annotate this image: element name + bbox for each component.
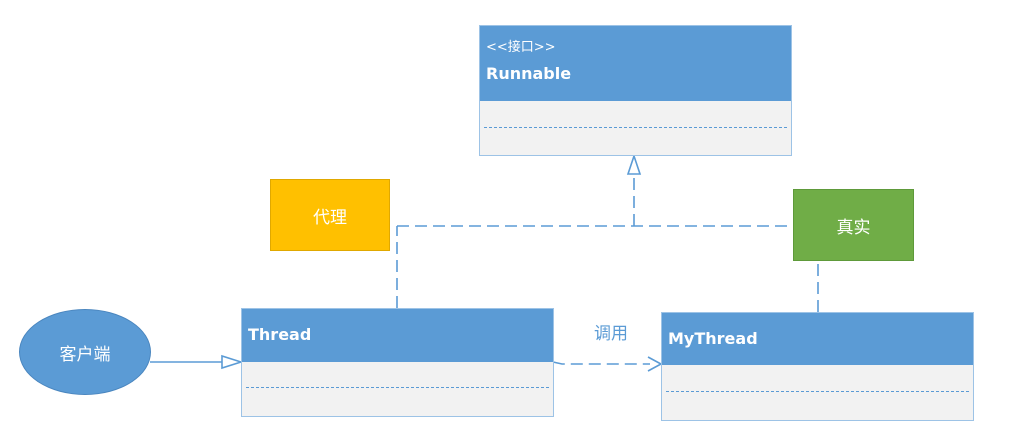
realization-arrowhead — [626, 153, 642, 175]
mythread-header: MyThread — [662, 313, 973, 365]
thread-name: Thread — [248, 325, 312, 344]
client-label: 客户端 — [59, 344, 111, 365]
runnable-class-box: <<接口>> Runnable — [479, 25, 792, 156]
thread-class-box: Thread — [241, 308, 554, 417]
thread-header: Thread — [242, 309, 553, 362]
interface-stereotype: <<接口>> — [486, 40, 556, 55]
client-ellipse: 客户端 — [19, 309, 151, 395]
real-label: 真实 — [836, 217, 871, 238]
thread-separator — [246, 387, 549, 388]
call-label: 调用 — [594, 324, 628, 344]
runnable-name: Runnable — [486, 64, 572, 83]
association-arrowhead — [221, 354, 244, 370]
runnable-separator — [484, 127, 787, 128]
mythread-name: MyThread — [668, 329, 758, 348]
runnable-header: <<接口>> Runnable — [480, 26, 791, 101]
proxy-note: 代理 — [270, 179, 390, 251]
proxy-label: 代理 — [313, 207, 347, 228]
mythread-separator — [666, 391, 969, 392]
call-dependency-line — [552, 361, 650, 365]
mythread-class-box: MyThread — [661, 312, 974, 421]
real-note: 真实 — [793, 189, 914, 261]
